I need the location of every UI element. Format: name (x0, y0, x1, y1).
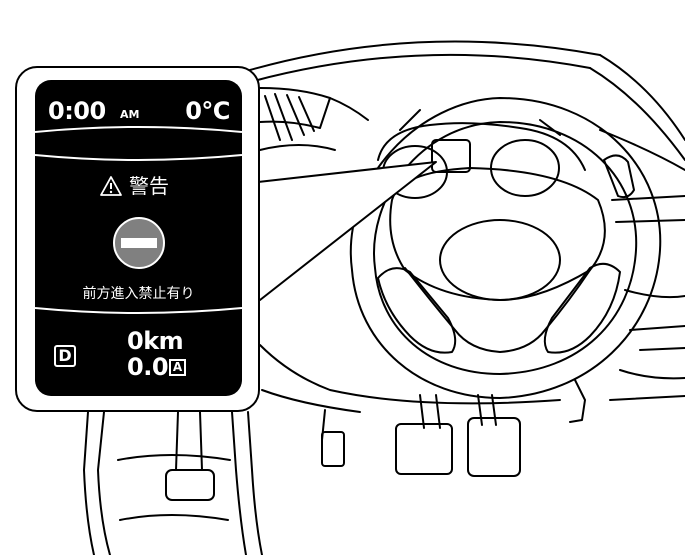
clock-time: 0:00 (48, 97, 106, 125)
divider-lower (35, 307, 242, 314)
divider-top (35, 126, 242, 133)
divider-upper (35, 154, 242, 161)
pedals (321, 394, 521, 477)
display-callout-frame: 0:00 AM 0℃ 警告 前方進入禁止有り D 0km (15, 66, 260, 412)
warning-title: 警告 (129, 174, 169, 198)
steering-wheel (349, 97, 662, 399)
outside-temperature: 0℃ (185, 97, 230, 125)
status-bar: 0:00 AM 0℃ (48, 96, 230, 126)
warning-message: 前方進入禁止有り (82, 286, 195, 302)
instrument-cluster (377, 109, 586, 199)
trip-value: 0.0 (127, 353, 169, 381)
center-console (83, 411, 263, 555)
warning-triangle-icon (100, 176, 122, 196)
clock-ampm: AM (120, 108, 140, 121)
no-entry-sign-icon (113, 217, 165, 269)
trip-a-badge: A (169, 359, 186, 376)
windshield-lines (249, 40, 685, 161)
gear-position-badge: D (54, 345, 76, 367)
warning-header: 警告 (35, 172, 242, 202)
callout-pointer (257, 161, 437, 301)
odometer-reading: 0km (127, 327, 184, 355)
vehicle-info-display: 0:00 AM 0℃ 警告 前方進入禁止有り D 0km (35, 80, 242, 396)
